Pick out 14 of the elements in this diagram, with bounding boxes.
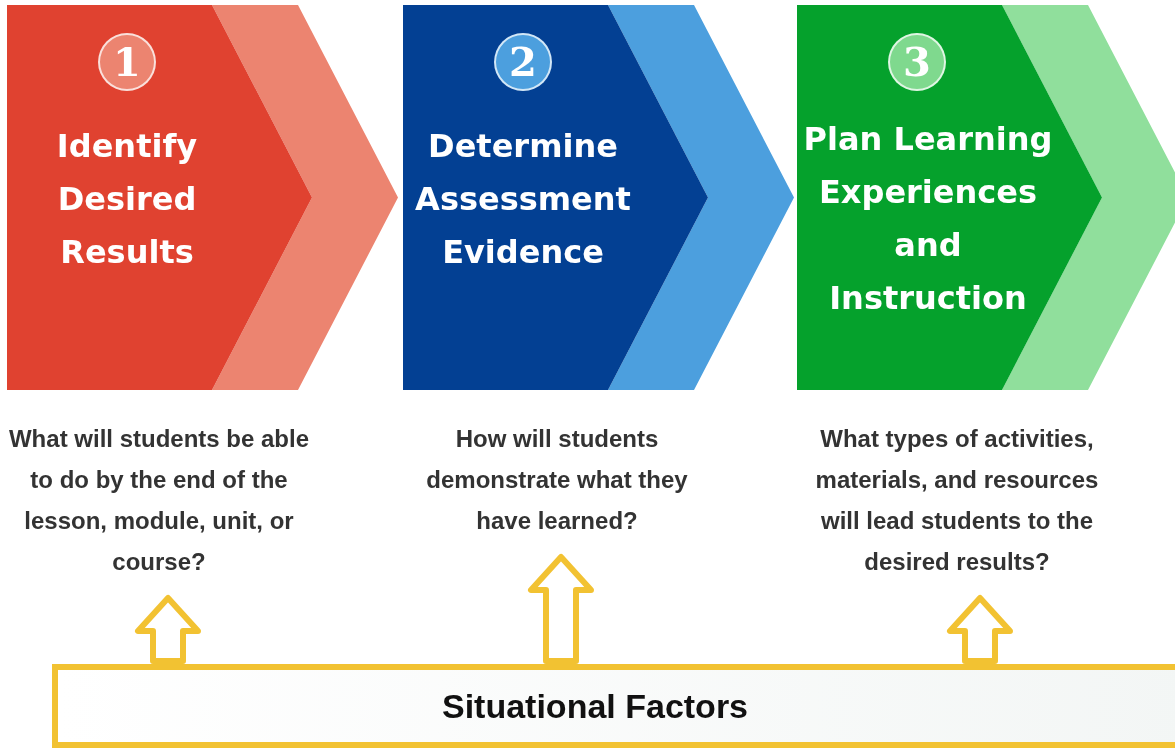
- chevron-shape: [403, 5, 794, 390]
- step-title: Determine Assessment Evidence: [414, 126, 632, 273]
- foundation-box: [52, 664, 1175, 748]
- guiding-question: How will students demonstrate what they have learned?: [398, 418, 716, 541]
- foundation-label: Situational Factors: [441, 686, 749, 726]
- chevron-shape: [797, 5, 1175, 390]
- guiding-question: What types of activities, materials, and resources will lead students to the desired results?: [797, 418, 1117, 582]
- chevron-shape: [7, 5, 398, 390]
- block-arrow: [135, 595, 201, 664]
- block-arrow: [528, 554, 594, 664]
- guiding-question: What will students be able to do by the end of the lesson, module, unit, or course?: [0, 418, 318, 582]
- block-arrow: [947, 595, 1013, 664]
- step-title: Plan Learning Experiences and Instruction: [803, 119, 1053, 319]
- step-title: Identify Desired Results: [55, 126, 199, 273]
